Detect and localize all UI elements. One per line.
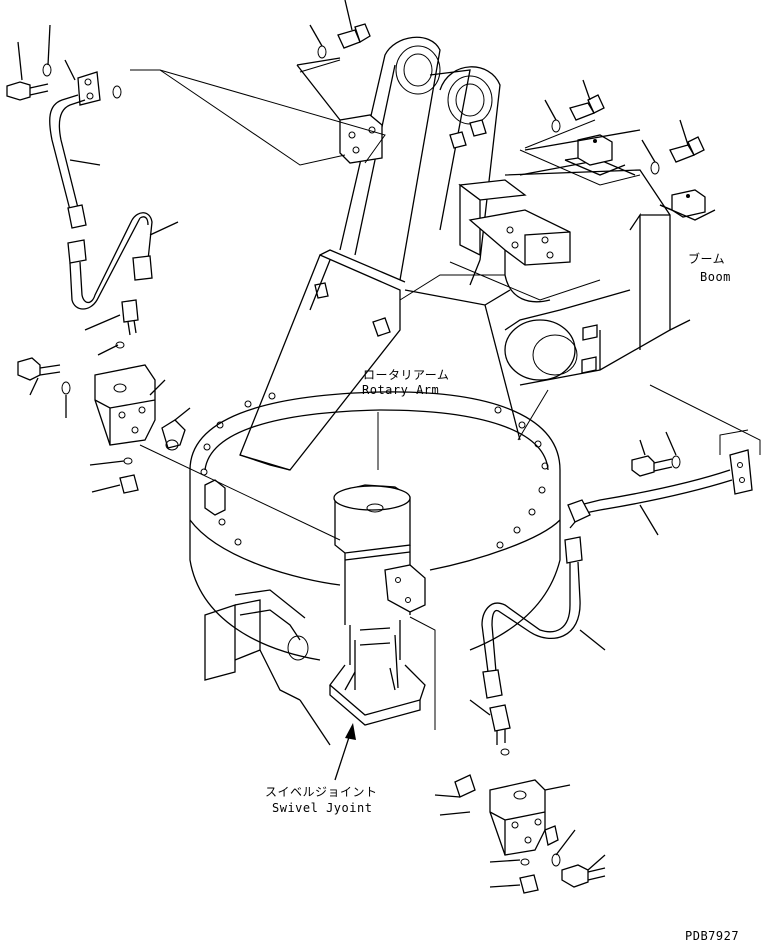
boom-label-jp: ブーム (688, 252, 726, 266)
rotary-arm-label-en: Rotary Arm (362, 383, 440, 397)
boom-structure (504, 159, 691, 386)
left-upper-hose-assembly (6, 24, 179, 336)
swivel-joint-label-jp: スイベルジョイント (265, 785, 378, 799)
rotary-arm-label-jp: ロータリアーム (363, 368, 450, 382)
boom-clamp-blocks (564, 134, 716, 221)
boom-label-en: Boom (700, 270, 731, 284)
left-valve-block (17, 341, 191, 494)
boom-elbow-fittings (524, 79, 705, 175)
reference-lines (130, 59, 761, 730)
lower-valve-block (434, 774, 606, 894)
drawing-code: PDB7927 (685, 929, 740, 943)
swivel-joint-label-en: Swivel Jyoint (272, 801, 373, 815)
lower-bracket (204, 589, 331, 746)
right-hose-assembly (567, 431, 753, 536)
swivel-joint-arrow (334, 723, 356, 781)
top-center-fittings (296, 0, 487, 164)
swivel-joint (329, 484, 426, 726)
rotary-arm (239, 36, 521, 471)
boom-valve-block (458, 179, 571, 303)
lower-hose-assembly (469, 536, 606, 756)
